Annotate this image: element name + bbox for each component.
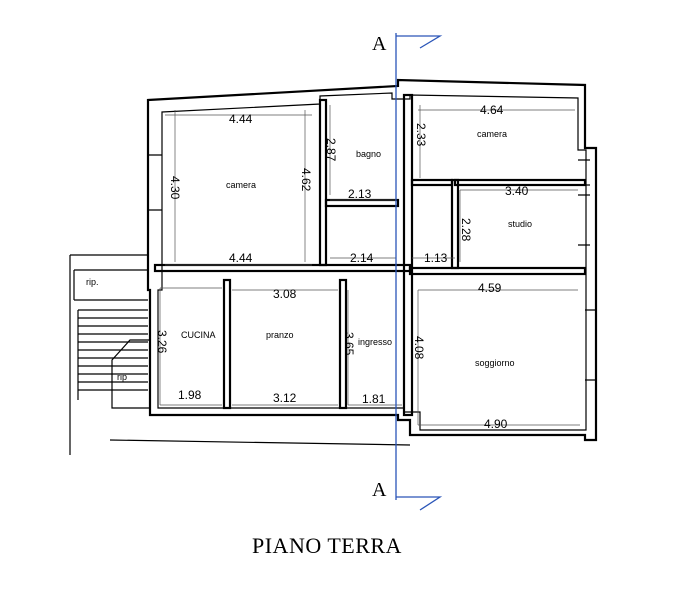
room-studio: studio <box>508 219 532 229</box>
interior-walls <box>153 93 587 417</box>
dim-ingresso-width: 1.81 <box>362 392 386 406</box>
dimension-lines <box>159 105 580 426</box>
dim-camera-left-top: 4.44 <box>229 112 253 126</box>
dim-camera-right-width: 4.64 <box>480 103 504 117</box>
room-rip-bottom: rip <box>117 372 127 382</box>
section-label-bottom: A <box>372 479 387 501</box>
stair-area <box>69 254 411 455</box>
room-camera-right: camera <box>477 129 507 139</box>
dim-camera-right-height: 2.33 <box>414 123 428 147</box>
room-bagno: bagno <box>356 149 381 159</box>
plan-title: PIANO TERRA <box>252 533 402 558</box>
dim-soggiorno-bottom: 4.90 <box>484 417 508 431</box>
section-label-top: A <box>372 33 387 55</box>
dim-camera-left-height-right: 4.62 <box>299 168 313 192</box>
dim-pranzo-bottom: 3.12 <box>273 391 297 405</box>
dim-soggiorno-height: 4.08 <box>412 336 426 360</box>
room-soggiorno: soggiorno <box>475 358 515 368</box>
dim-hall-width: 1.13 <box>424 251 448 265</box>
dim-bagno-width: 2.13 <box>348 187 372 201</box>
dim-cucina-height: 3.26 <box>155 330 169 354</box>
dim-bagno-height: 2.87 <box>324 138 338 162</box>
dim-corridor-width: 2.14 <box>350 251 374 265</box>
room-pranzo: pranzo <box>266 330 294 340</box>
room-camera-left: camera <box>226 180 256 190</box>
dim-cucina-width: 1.98 <box>178 388 202 402</box>
dimension-labels: 4.44 4.44 4.30 4.62 2.87 2.13 2.14 4.64 … <box>155 103 529 431</box>
dim-camera-left-bottom: 4.44 <box>229 251 253 265</box>
dim-studio-height: 2.28 <box>459 218 473 242</box>
room-rip-top: rip. <box>86 277 99 287</box>
room-labels: camera bagno camera studio CUCINA pranzo… <box>86 129 532 382</box>
dim-soggiorno-top: 4.59 <box>478 281 502 295</box>
section-line: A A <box>372 33 443 511</box>
dim-ingresso-height: 3.65 <box>342 332 356 356</box>
room-cucina: CUCINA <box>181 330 216 340</box>
dim-studio-width: 3.40 <box>505 184 529 198</box>
dim-camera-left-height-left: 4.30 <box>168 176 182 200</box>
dim-pranzo-top: 3.08 <box>273 287 297 301</box>
room-ingresso: ingresso <box>358 337 392 347</box>
